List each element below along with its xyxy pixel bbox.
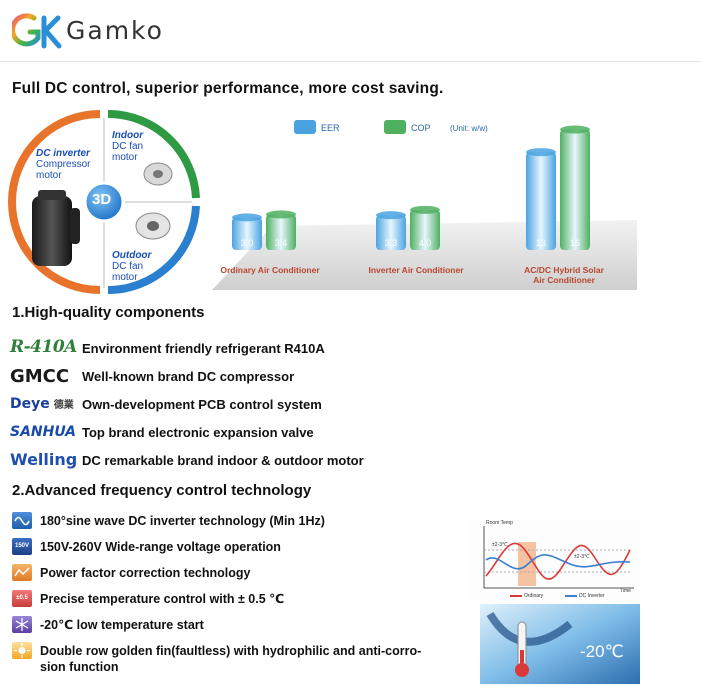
graph-ylabel: Room Temp xyxy=(486,520,513,526)
component-text: Top brand electronic expansion valve xyxy=(82,425,314,440)
component-row-welling: Welling DC remarkable brand indoor & out… xyxy=(10,450,430,472)
eer-cop-chart: 3.0 3.3 13 3.4 4.0 16 EER COP (Unit: w/w) Ordin… xyxy=(212,108,637,300)
feature-text: 150V-260V Wide-range voltage operation xyxy=(40,540,281,554)
bar-value-label: 4.0 xyxy=(419,238,432,248)
r410a-logo: R-410A xyxy=(10,337,77,357)
sanhua-logo: SANHUA xyxy=(10,424,76,440)
bar-cap-eer-0 xyxy=(232,213,262,222)
legend-dc-inverter: DC Inverter xyxy=(579,593,605,599)
outdoor-label: Outdoor DC fan motor xyxy=(112,250,152,283)
bar-cap-cop-0 xyxy=(266,210,296,219)
bar-eer-0 xyxy=(232,217,262,250)
graph-band-label-high: ±2-3℃ xyxy=(574,554,590,560)
dc-inverter-curve xyxy=(485,554,631,570)
component-row-r410a: R-410A Environment friendly refrigerant … xyxy=(10,337,430,360)
category-label: AC/DC Hybrid Solar xyxy=(524,265,605,275)
category-label: Ordinary Air Conditioner xyxy=(220,265,320,275)
bar-value-label: 3.0 xyxy=(241,238,254,248)
legend-label-eer: EER xyxy=(321,123,340,133)
component-row-sanhua: SANHUA Top brand electronic expansion va… xyxy=(10,422,430,444)
component-text: Well-known brand DC compressor xyxy=(82,369,295,384)
bar-value-label: 3.3 xyxy=(385,238,398,248)
tagline: Full DC control, superior performance, m… xyxy=(12,80,444,97)
brand-name: Gamko xyxy=(66,16,164,45)
component-text: Environment friendly refrigerant R410A xyxy=(82,341,325,356)
component-row-gmcc: GMCC Well-known brand DC compressor xyxy=(10,366,430,388)
section2-title: 2.Advanced frequency control technology xyxy=(12,482,312,499)
component-text: DC remarkable brand indoor & outdoor mot… xyxy=(82,453,364,468)
bar-cap-eer-2 xyxy=(526,148,556,157)
feature-text: Power factor correction technology xyxy=(40,566,251,580)
page-header: Gamko xyxy=(0,0,701,62)
feature-text: Precise temperature control with ± 0.5 ℃ xyxy=(40,592,285,606)
cold-start-image: -20℃ xyxy=(480,604,640,684)
center-3d-label: 3D xyxy=(92,191,112,208)
power-factor-icon xyxy=(12,564,32,581)
compressor-image xyxy=(32,196,72,266)
chart-unit-note: (Unit: w/w) xyxy=(450,124,488,133)
legend-swatch-cop xyxy=(384,120,406,134)
bar-eer-1 xyxy=(376,215,406,250)
category-label: Air Conditioner xyxy=(533,275,596,285)
bar-value-label: 16 xyxy=(570,238,580,248)
welling-logo: Welling xyxy=(10,450,78,469)
legend-swatch-eer xyxy=(294,120,316,134)
compressor-label: DC inverter Compressor motor xyxy=(36,148,91,181)
sine-wave-icon xyxy=(12,512,32,529)
bar-cap-eer-1 xyxy=(376,211,406,220)
bar-cop-2 xyxy=(560,129,590,250)
bar-cop-0 xyxy=(266,214,296,250)
gk-logo-icon xyxy=(12,13,62,49)
legend-ordinary: Ordinary xyxy=(524,593,544,599)
feature-text: -20℃ low temperature start xyxy=(40,618,204,632)
section1-title: 1.High-quality components xyxy=(12,304,205,321)
indoor-label: Indoor DC fan motor xyxy=(112,130,144,163)
graph-xlabel: Time xyxy=(620,588,631,594)
sun-fin-icon xyxy=(12,642,32,659)
temperature-control-graph: Room Temp Time ±2-3℃ ±2-3℃ Ordinary DC I… xyxy=(470,520,640,602)
ordinary-curve xyxy=(485,542,631,580)
legend-label-cop: COP xyxy=(411,123,431,133)
cold-start-label: -20℃ xyxy=(580,642,624,661)
3d-motor-diagram: 3D DC inverter Compressor motor Indoor D… xyxy=(8,108,208,298)
bar-value-label: 13 xyxy=(536,238,546,248)
bar-value-label: 3.4 xyxy=(275,238,288,248)
3d-center-badge xyxy=(83,181,125,223)
category-label: Inverter Air Conditioner xyxy=(368,265,464,275)
3d-ring-graphic xyxy=(8,109,200,295)
feature-text: 180°sine wave DC inverter technology (Mi… xyxy=(40,514,325,528)
snowflake-icon xyxy=(12,616,32,633)
graph-band-label-low: ±2-3℃ xyxy=(492,542,508,548)
bar-cop-1 xyxy=(410,209,440,250)
voltage-icon: 150V xyxy=(12,538,32,555)
temperature-icon: ±0.5 xyxy=(12,590,32,607)
bar-cap-cop-1 xyxy=(410,205,440,214)
feature-text: Double row golden fin(faultless) with hy… xyxy=(40,644,422,674)
gmcc-logo: GMCC xyxy=(10,366,70,387)
component-text: Own-development PCB control system xyxy=(82,397,322,412)
bar-cap-cop-2 xyxy=(560,125,590,134)
chart-svg: 3.0 3.3 13 3.4 4.0 16 EER COP (Unit: w/w) Ordin… xyxy=(212,120,637,290)
bar-eer-2 xyxy=(526,152,556,250)
